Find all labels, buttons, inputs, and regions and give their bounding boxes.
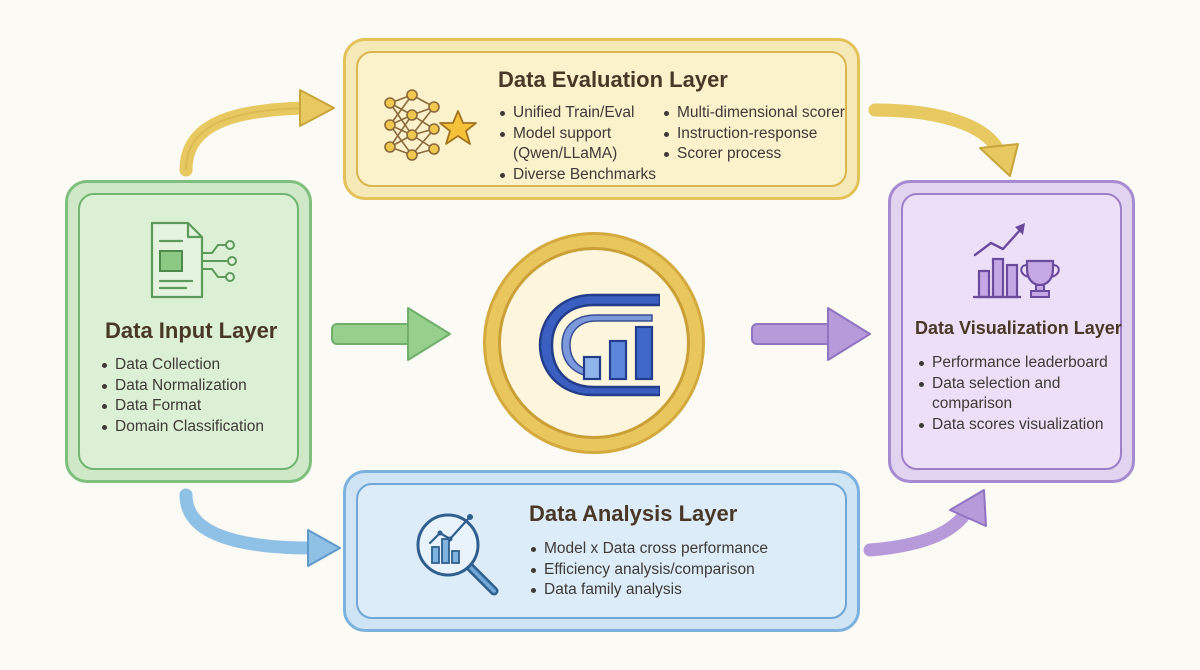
- analysis-layer-box: Data Analysis Layer Model x Data cross p…: [343, 470, 860, 632]
- input-item: Domain Classification: [100, 417, 264, 438]
- evaluation-item: Diverse Benchmarks: [498, 165, 656, 186]
- analysis-item: Model x Data cross performance: [529, 539, 768, 560]
- evaluation-item: (Qwen/LLaMA): [513, 145, 618, 162]
- visualization-item: Performance leaderboard: [917, 353, 1108, 374]
- visualization-layer-box: Data Visualization Layer Performance lea…: [888, 180, 1135, 483]
- input-item: Data Format: [100, 396, 264, 417]
- visualization-item: comparison: [932, 395, 1013, 412]
- neural-network-star-icon: [384, 89, 477, 161]
- arrow-evaluation-to-visualization: [868, 103, 1019, 177]
- arrow-center-to-visualization: [751, 307, 871, 361]
- bar-chart-trophy-icon: [973, 223, 1060, 299]
- evaluation-list-left: Unified Train/Eval Model support (Qwen/L…: [498, 103, 656, 185]
- analysis-layer-title: Data Analysis Layer: [529, 501, 738, 526]
- analysis-list: Model x Data cross performance Efficienc…: [529, 539, 768, 601]
- center-emblem: [483, 232, 705, 454]
- visualization-list: Performance leaderboard Data selection a…: [917, 353, 1108, 435]
- logo-bar-chart-emblem: [538, 293, 660, 397]
- arrow-input-to-analysis: [179, 488, 341, 567]
- evaluation-list-right: Multi-dimensional scorer Instruction-res…: [662, 103, 845, 165]
- visualization-item: Data scores visualization: [917, 415, 1108, 436]
- magnifier-chart-icon: [416, 513, 499, 596]
- input-item: Data Normalization: [100, 376, 264, 397]
- input-item: Data Collection: [100, 355, 264, 376]
- arrow-input-to-center: [331, 307, 451, 361]
- input-layer-box: Data Input Layer Data Collection Data No…: [65, 180, 312, 483]
- center-emblem-ring: [498, 247, 690, 439]
- analysis-item: Efficiency analysis/comparison: [529, 560, 768, 581]
- evaluation-layer-title: Data Evaluation Layer: [498, 67, 728, 92]
- evaluation-item: Instruction-response: [662, 124, 845, 145]
- arrow-input-to-evaluation: [179, 89, 335, 177]
- evaluation-item: Unified Train/Eval: [498, 103, 656, 124]
- document-circuit-icon: [150, 221, 237, 299]
- input-layer-title: Data Input Layer: [105, 318, 278, 343]
- evaluation-item: Multi-dimensional scorer: [662, 103, 845, 124]
- evaluation-layer-inner: [356, 51, 847, 187]
- analysis-item: Data family analysis: [529, 580, 768, 601]
- arrow-analysis-to-visualization: [863, 489, 987, 557]
- visualization-item: Data selection and: [917, 374, 1108, 395]
- evaluation-layer-box: Data Evaluation Layer Unified Train/Eval…: [343, 38, 860, 200]
- input-list: Data Collection Data Normalization Data …: [100, 355, 264, 437]
- evaluation-item: Scorer process: [662, 144, 845, 165]
- visualization-layer-title: Data Visualization Layer: [915, 318, 1122, 338]
- evaluation-item: Model support: [498, 124, 656, 145]
